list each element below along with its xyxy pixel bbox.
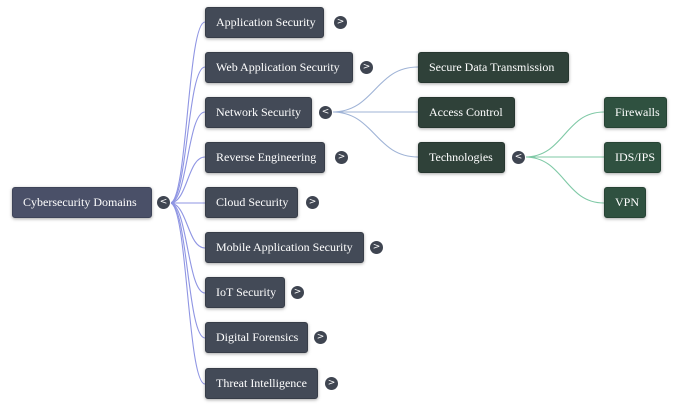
root-connector — [169, 202, 206, 385]
technology-connector — [524, 111, 605, 158]
network-connector — [331, 111, 419, 158]
root-node[interactable]: Cybersecurity Domains — [12, 187, 152, 218]
domain-label: Cloud Security — [216, 195, 289, 209]
technology-connector — [524, 156, 605, 204]
technology-links — [524, 111, 605, 204]
domain-expand-toggle[interactable]: > — [334, 16, 347, 29]
domain-expand-toggle[interactable]: > — [325, 377, 338, 390]
domain-label: IoT Security — [216, 285, 277, 299]
root-connector — [169, 156, 206, 204]
network-child-label: Secure Data Transmission — [429, 60, 555, 74]
network-connector — [331, 66, 419, 113]
domain-iot-security[interactable]: IoT Security — [205, 277, 285, 308]
technologies-collapse-toggle[interactable]: < — [512, 151, 525, 164]
domain-expand-toggle[interactable]: > — [314, 331, 327, 344]
domain-label: Digital Forensics — [216, 330, 299, 344]
domain-expand-toggle[interactable]: > — [335, 151, 348, 164]
domain-cloud-security[interactable]: Cloud Security — [205, 187, 298, 218]
domain-label: Reverse Engineering — [216, 150, 317, 164]
root-collapse-toggle[interactable]: < — [157, 196, 170, 209]
root-connector — [169, 111, 206, 204]
domain-label: Network Security — [216, 105, 301, 119]
domain-label: Application Security — [216, 15, 316, 29]
network-child-label: Access Control — [429, 105, 503, 119]
root-connector — [169, 21, 206, 204]
network-links — [331, 66, 419, 158]
tech-label: Firewalls — [615, 105, 660, 119]
domain-network-security[interactable]: Network Security — [205, 97, 312, 128]
root-connector — [169, 202, 206, 339]
domain-expand-toggle[interactable]: > — [291, 286, 304, 299]
domain-expand-toggle[interactable]: > — [306, 196, 319, 209]
domain-expand-toggle[interactable]: > — [360, 61, 373, 74]
domain-label: Threat Intelligence — [216, 376, 307, 390]
root-connector — [169, 202, 206, 249]
domain-mobile-application-security[interactable]: Mobile Application Security — [205, 232, 364, 263]
root-label: Cybersecurity Domains — [23, 195, 137, 209]
domain-label: Web Application Security — [216, 60, 340, 74]
domain-reverse-engineering[interactable]: Reverse Engineering — [205, 142, 325, 173]
domain-threat-intelligence[interactable]: Threat Intelligence — [205, 368, 318, 399]
domain-application-security[interactable]: Application Security — [205, 7, 324, 38]
domain-digital-forensics[interactable]: Digital Forensics — [205, 322, 308, 353]
root-connector — [169, 202, 206, 294]
tech-ids-ips[interactable]: IDS/IPS — [604, 142, 661, 173]
network-collapse-toggle[interactable]: < — [319, 106, 332, 119]
domain-label: Mobile Application Security — [216, 240, 353, 254]
tech-label: VPN — [615, 195, 640, 209]
network-access-control[interactable]: Access Control — [418, 97, 515, 128]
tech-vpn[interactable]: VPN — [604, 187, 646, 218]
tech-firewalls[interactable]: Firewalls — [604, 97, 667, 128]
domain-web-application-security[interactable]: Web Application Security — [205, 52, 353, 83]
network-secure-data-transmission[interactable]: Secure Data Transmission — [418, 52, 569, 83]
root-connector — [169, 66, 206, 204]
network-child-label: Technologies — [429, 150, 493, 164]
tech-label: IDS/IPS — [615, 150, 656, 164]
network-technologies[interactable]: Technologies — [418, 142, 505, 173]
domain-expand-toggle[interactable]: > — [370, 241, 383, 254]
root-links — [169, 21, 206, 385]
